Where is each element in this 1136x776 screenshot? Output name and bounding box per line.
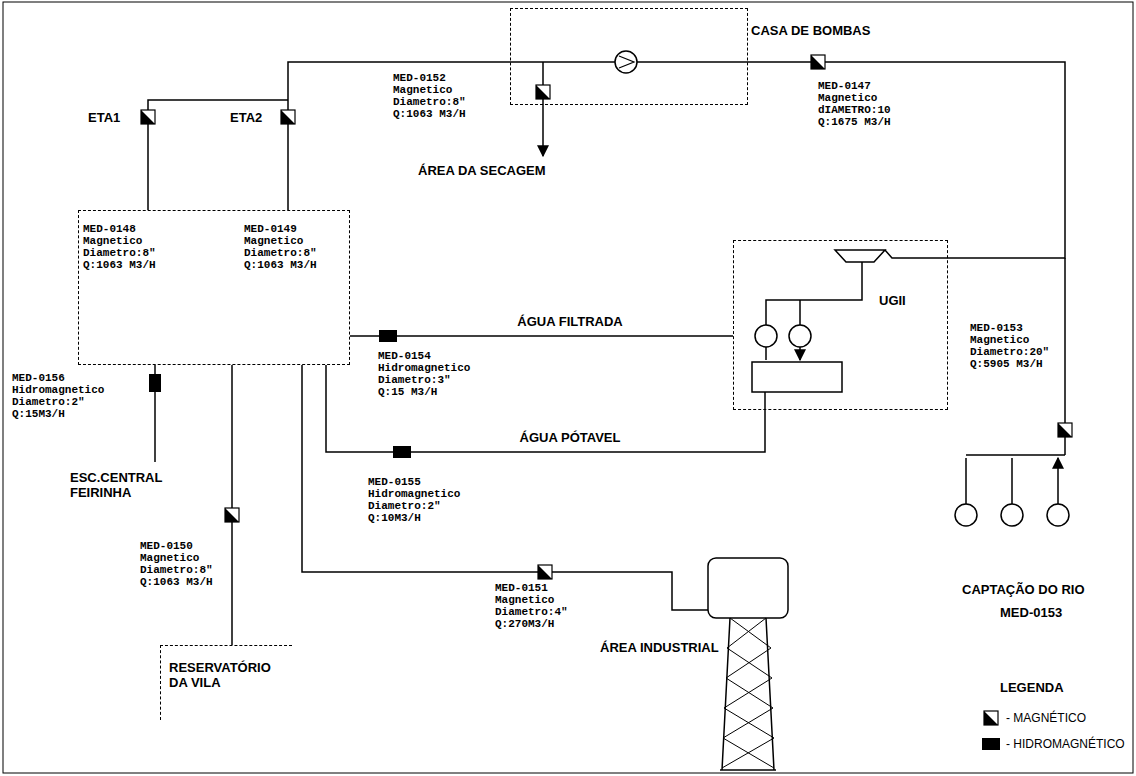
meter-label: MED-0153 Magnetico Diametro:20" Q:5905 M… [970,322,1053,370]
connector-group [232,62,1065,645]
pump-symbol [615,51,637,73]
pump-symbol [755,325,777,347]
magnetic-meter [538,565,552,579]
legend-sample [982,710,1000,726]
pipe-label: ÁGUA PÓTAVEL [518,430,623,445]
legend-title: LEGENDA [1000,680,1064,695]
reservoir-name: RESERVATÓRIO DA VILA [169,660,281,690]
water-tower-tank [708,558,788,618]
ugii-inlet-pipe [885,250,948,258]
ugii-internal-pipe [766,262,862,325]
meter-label: MED-0148 Magnetico Diametro:8" Q:1063 M3… [83,223,166,271]
ugii-hopper [835,250,885,262]
pump-symbol [619,56,634,68]
meter-label: MED-0152 Magnetico Diametro:8" Q:1063 M3… [393,72,476,120]
reservoir-box: RESERVATÓRIO DA VILA [160,645,292,720]
meter-label: MED-0156 Hidromagnetico Diametro:2" Q:15… [12,372,108,420]
meter-label: MED-0149 Magnetico Diametro:8" Q:1063 M3… [244,223,327,271]
legend-sample [984,711,998,725]
drying-area-pipe [542,62,544,156]
meter-label: MED-0154 Hidromagnetico Diametro:3" Q:15… [378,350,474,398]
frame-border [3,2,1133,773]
magnetic-meter [1058,423,1072,437]
legend-text: - HIDROMAGNÉTICO [1006,737,1125,751]
ugii-tank-outlet [764,392,766,410]
legend-sample [984,711,998,725]
magnetic-meter [141,110,155,124]
meter-label: MED-0151 Magnetico Diametro:4" Q:270M3/H [495,582,578,630]
ugii-pump-outlet [766,347,800,360]
ugii-box: UGII [733,240,948,410]
symbol-group [141,51,1072,579]
station-name: ETA2 [230,110,262,125]
magnetic-meter [811,55,825,69]
intake-pump-pipe [966,458,1058,504]
pipe-connector [748,62,1065,258]
area-name: ESC.CENTRAL FEIRINHA [70,470,170,500]
meter-label: MED-0147 Magnetico dIAMETRO:10 Q:1675 M3… [818,80,901,128]
meter-label: MED-0155 Hidromagnetico Diametro:2" Q:10… [368,476,464,524]
magnetic-meter [281,110,295,124]
eta-branch-pipe [148,100,288,210]
meter-id: MED-0153 [1000,605,1062,620]
pump-house-box: CASA DE BOMBAS [510,8,748,105]
pump-symbol [789,325,811,347]
hydromagnetic-meter [393,446,411,458]
legend-text: - MAGNÉTICO [1006,711,1086,725]
legend-swatch [982,738,1000,750]
magnetic-meter [536,85,550,99]
pipe-connector [288,62,510,210]
legend-row: - HIDROMAGNÉTICO [982,737,1125,751]
industrial-pipe [302,365,708,610]
area-name: ÁREA DA SECAGEM [418,163,546,178]
unit-name: UGII [879,293,906,308]
area-name: ÁREA INDUSTRIAL [600,640,719,655]
area-name: CAPTAÇÃO DO RIO [962,582,1085,597]
pump-symbol [955,504,977,526]
ugii-tank [752,362,842,392]
pipe-lines [3,2,1133,773]
hydromagnetic-meter [379,330,397,342]
hydromagnetic-meter [149,374,161,392]
legend-row: - MAGNÉTICO [982,710,1086,726]
water-tower-lattice [722,618,774,768]
pump-symbol [1001,504,1023,526]
pipe-connector [231,365,233,645]
pump-house-heading: CASA DE BOMBAS [751,23,870,38]
pipe-connector [350,335,733,337]
water-tower-legs [720,618,776,770]
pump-symbol [1047,504,1069,526]
station-name: ETA1 [88,110,120,125]
pipe-label: ÁGUA FILTRADA [515,314,624,329]
treatment-station-box: MED-0148 Magnetico Diametro:8" Q:1063 M3… [78,210,350,365]
intake-pipe [966,258,1065,455]
magnetic-meter [225,508,239,522]
meter-label: MED-0150 Magnetico Diametro:8" Q:1063 M3… [140,540,223,588]
